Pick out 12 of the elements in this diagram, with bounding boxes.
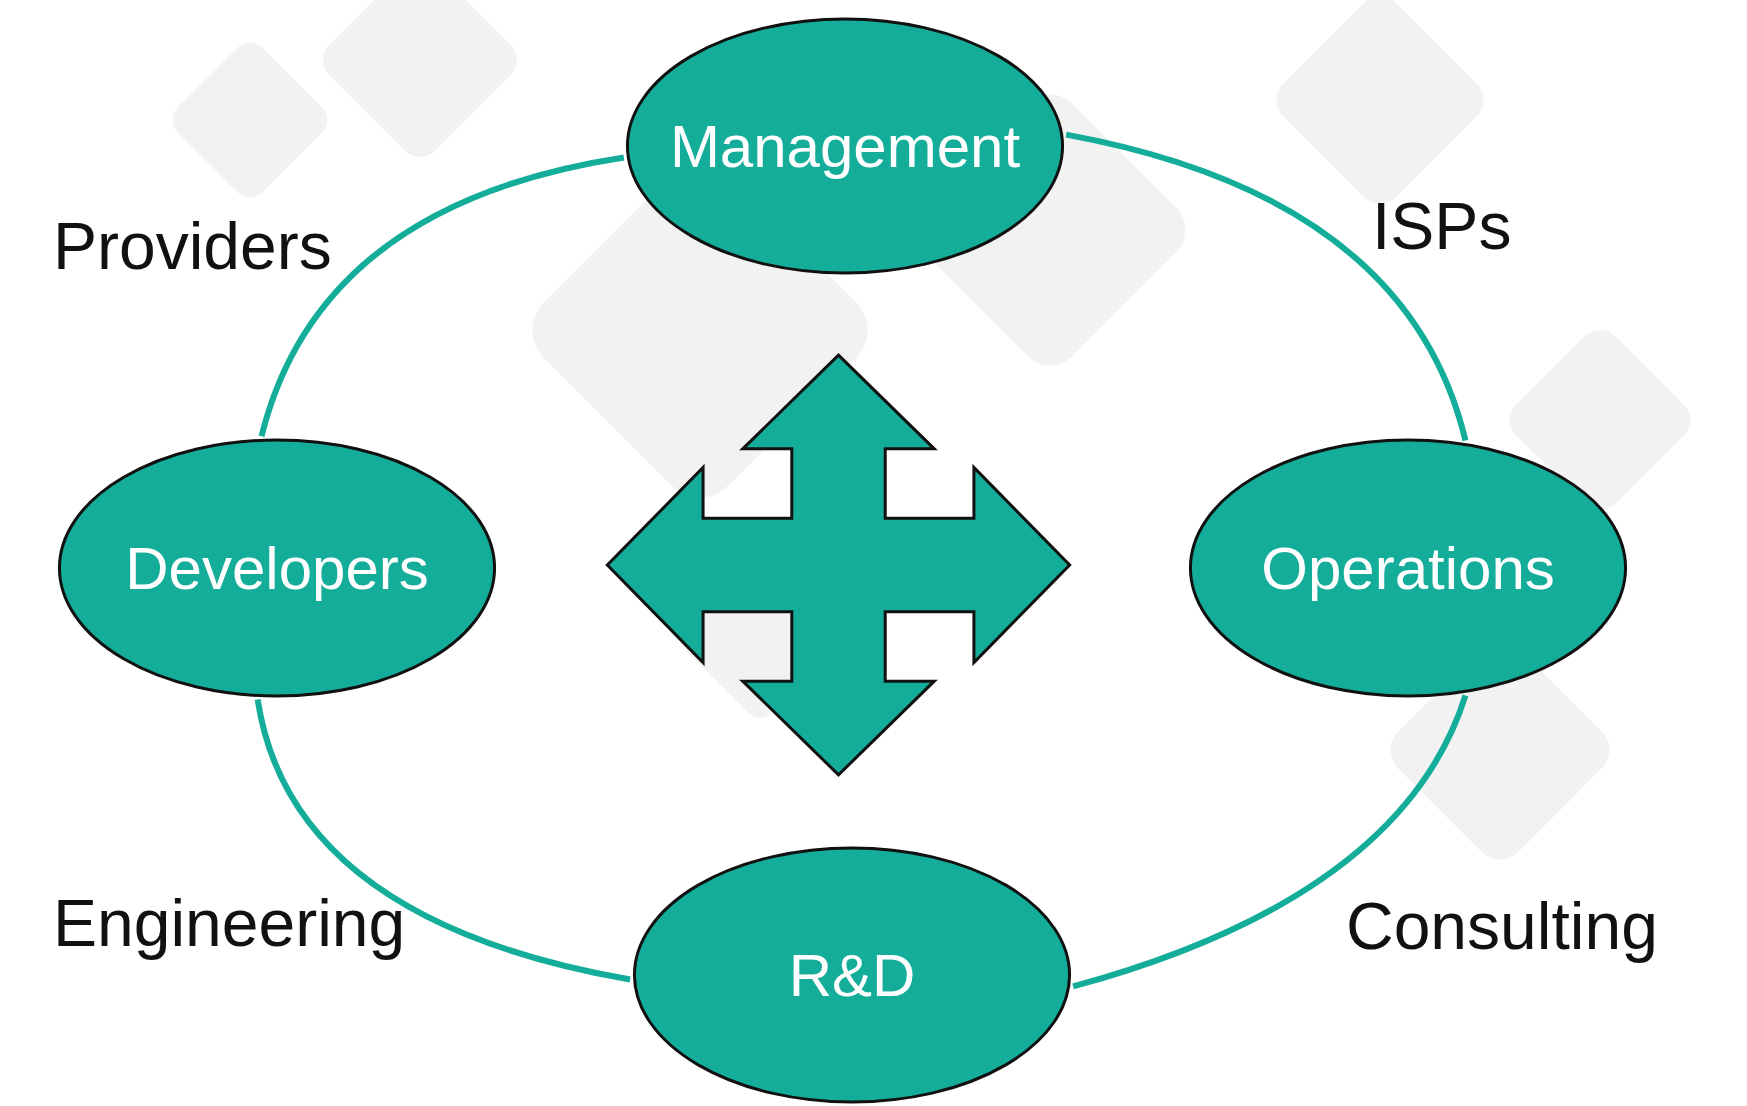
node-label: Management: [669, 111, 1021, 181]
node-label: Developers: [125, 533, 429, 603]
connector-arc: [258, 154, 625, 438]
connector-arc: [1072, 694, 1469, 990]
node-label: Operations: [1261, 533, 1555, 603]
text-label: ISPs: [1372, 188, 1512, 264]
node-label: R&D: [788, 940, 916, 1010]
text-label: Providers: [53, 208, 332, 284]
connector-arc: [1065, 131, 1469, 442]
text-label: Consulting: [1346, 888, 1658, 964]
text-label: Engineering: [53, 885, 406, 961]
connector-arc: [254, 698, 631, 983]
